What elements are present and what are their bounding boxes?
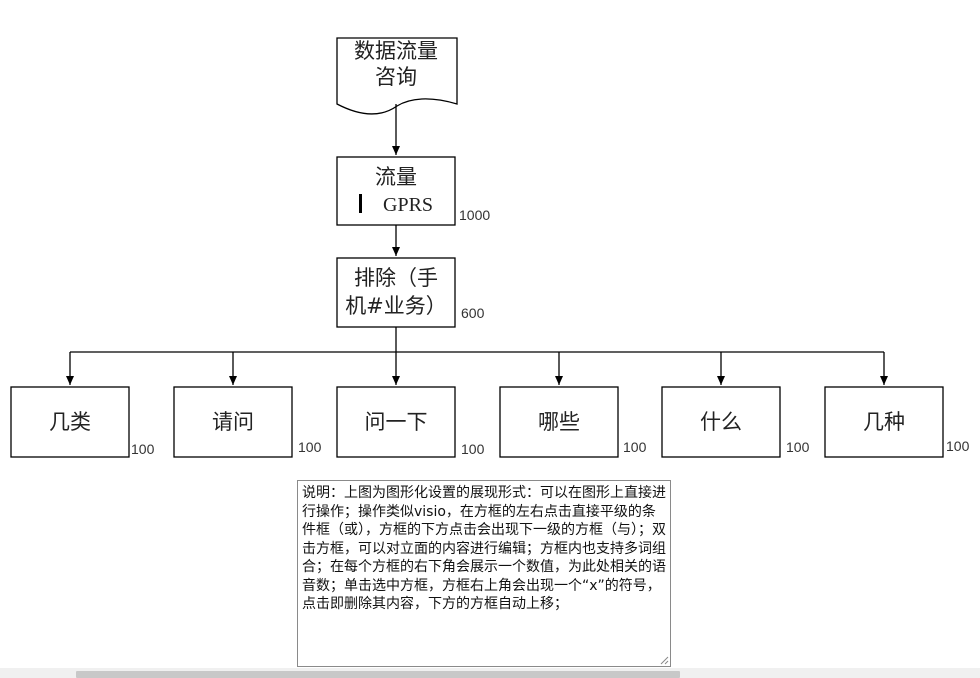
exclude-node-label-line1: 排除（手 (354, 266, 438, 290)
resize-grip-icon[interactable] (659, 655, 669, 665)
child-node-value: 100 (298, 439, 322, 455)
text-cursor (359, 194, 362, 213)
start-node-label-line1: 数据流量 (354, 39, 438, 63)
child-node-value: 100 (623, 439, 647, 455)
child-node-label: 几类 (49, 410, 91, 434)
exclude-node[interactable]: 排除（手 机#业务） (336, 257, 456, 328)
child-node-2[interactable]: 请问 (173, 386, 293, 458)
traffic-node[interactable]: 流量 GPRS (336, 156, 456, 226)
child-node-3[interactable]: 问一下 (336, 386, 456, 458)
child-node-label: 问一下 (365, 410, 428, 434)
start-node-label-line2: 咨询 (375, 65, 417, 89)
start-node[interactable]: 数据流量 咨询 (336, 37, 458, 115)
child-node-value: 100 (946, 438, 970, 454)
child-node-label: 请问 (212, 410, 254, 434)
child-node-5[interactable]: 什么 (661, 386, 781, 458)
description-textarea[interactable]: 说明：上图为图形化设置的展现形式：可以在图形上直接进行操作；操作类似visio，… (297, 480, 671, 667)
child-node-label: 哪些 (538, 410, 580, 434)
exclude-node-value: 600 (461, 305, 485, 321)
child-node-label: 几种 (863, 410, 905, 434)
horizontal-scrollbar-thumb[interactable] (76, 671, 680, 678)
child-node-value: 100 (461, 441, 485, 457)
child-node-1[interactable]: 几类 (10, 386, 130, 458)
exclude-node-label-line2: 机#业务） (345, 294, 447, 318)
child-node-6[interactable]: 几种 (824, 386, 944, 458)
child-node-value: 100 (131, 441, 155, 457)
description-text: 说明：上图为图形化设置的展现形式：可以在图形上直接进行操作；操作类似visio，… (302, 485, 666, 612)
traffic-node-value: 1000 (459, 207, 490, 223)
child-node-value: 100 (786, 439, 810, 455)
traffic-node-label-line2: GPRS (383, 194, 433, 216)
child-node-label: 什么 (700, 410, 742, 434)
traffic-node-label-line1: 流量 (375, 165, 417, 189)
child-node-4[interactable]: 哪些 (499, 386, 619, 458)
